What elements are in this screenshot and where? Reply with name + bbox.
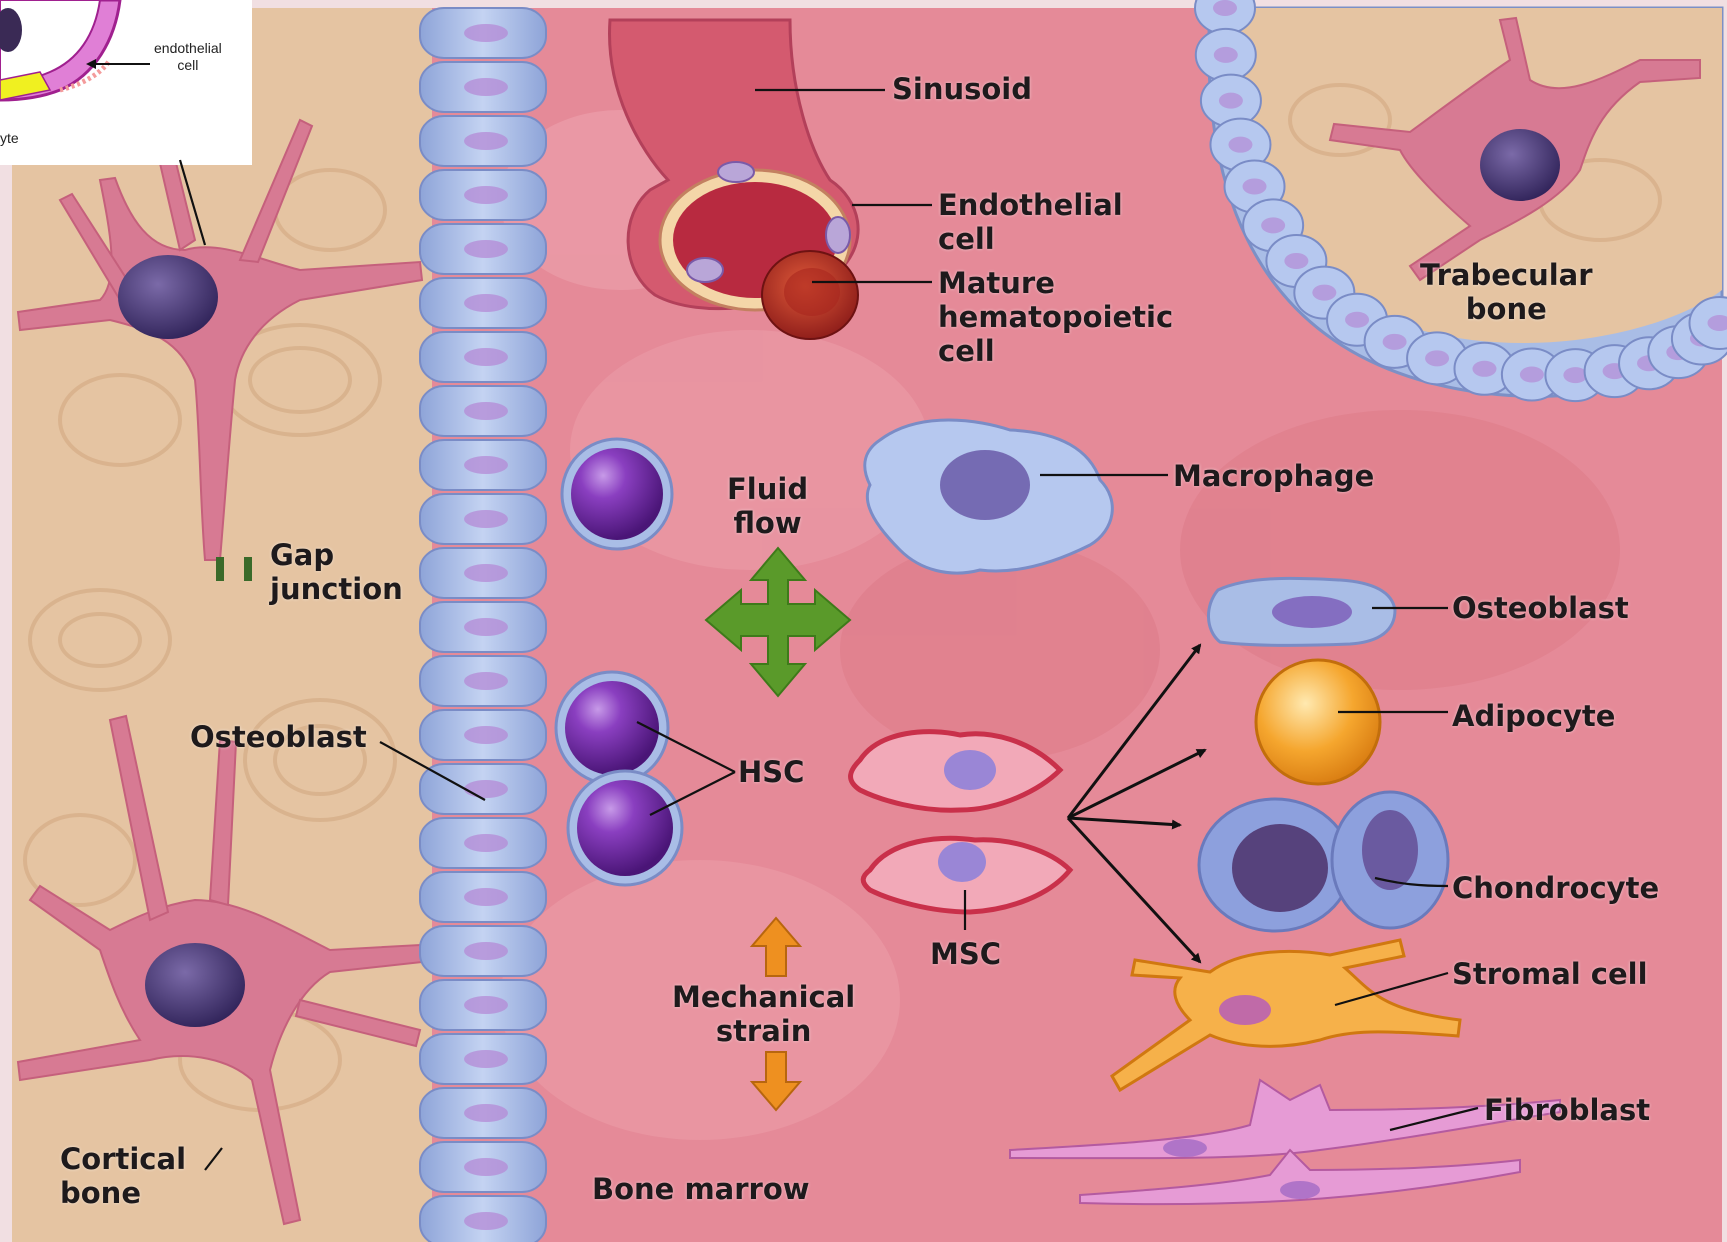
label-sinusoid: Sinusoid [892,72,1032,106]
lining-cell [420,548,546,598]
label-osteoblast-left: Osteoblast [190,720,367,754]
lining-cell [420,386,546,436]
label-mature-hematopoietic-cell: Mature hematopoietic cell [938,266,1173,368]
label-fibroblast: Fibroblast [1484,1093,1650,1127]
chondrocyte-cell [1199,792,1448,931]
lining-cell [420,116,546,166]
lining-cell [420,332,546,382]
lining-cell [420,926,546,976]
lining-cell [420,1034,546,1084]
lining-cell [420,764,546,814]
label-bone-marrow: Bone marrow [592,1172,810,1206]
label-stromal-cell: Stromal cell [1452,957,1648,991]
label-hsc: HSC [738,755,804,789]
label-osteoblast-right: Osteoblast [1452,591,1629,625]
inset-image [0,0,252,165]
lining-cell [420,62,546,112]
osteocyte-nucleus-upper [118,255,218,339]
inset-endothelial-label: endothelial cell [154,40,222,74]
inset-partial-label: yte [0,130,19,147]
lining-cell [420,1142,546,1192]
label-adipocyte: Adipocyte [1452,699,1615,733]
gap-junction-mark [216,557,224,581]
lining-cell [420,1196,546,1242]
lining-cell [420,980,546,1030]
lining-cell [420,710,546,760]
lining-cell [420,656,546,706]
lining-cell [420,224,546,274]
macrophage-nucleus [940,450,1030,520]
adipocyte-cell [1256,660,1380,784]
lining-cell [420,8,546,58]
label-fluid-flow: Fluid flow [727,472,808,540]
lining-cell [420,818,546,868]
label-macrophage: Macrophage [1173,459,1374,493]
label-msc: MSC [930,937,1001,971]
lining-cell [420,602,546,652]
osteocyte-nucleus-lower [145,943,245,1027]
label-chondrocyte: Chondrocyte [1452,871,1659,905]
label-endothelial-cell: Endothelial cell [938,188,1123,256]
lining-cell [420,1088,546,1138]
trabecular-osteocyte-nucleus [1480,129,1560,201]
label-trabecular-bone: Trabecular bone [1420,258,1593,326]
lining-cell [420,494,546,544]
lining-cell [420,440,546,490]
lining-cell [420,278,546,328]
lining-cell [420,170,546,220]
lining-cell [420,872,546,922]
label-gap-junction: Gap junction [270,538,403,606]
label-mechanical-strain: Mechanical strain [672,980,855,1048]
endosteal-osteoblast-lining [420,8,546,1242]
label-cortical-bone: Cortical bone [60,1142,186,1210]
